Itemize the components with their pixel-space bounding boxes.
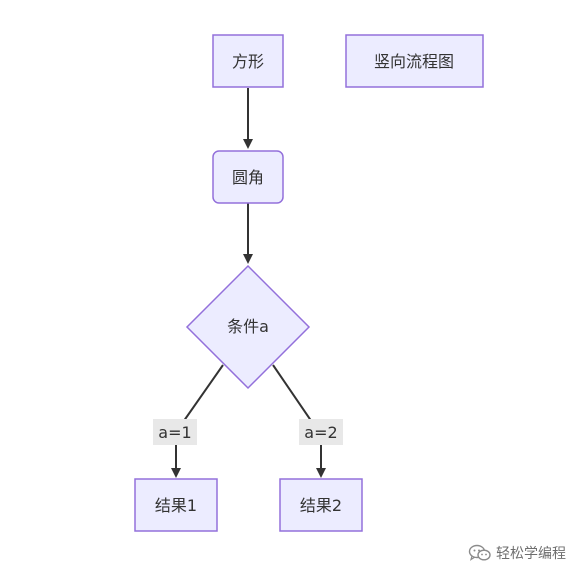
edge-label-a2-text: a=2 [304,423,337,442]
node-result1[interactable]: 结果1 [134,478,218,532]
node-rounded[interactable]: 圆角 [212,150,284,204]
edge-label-a1-text: a=1 [158,423,191,442]
node-condition-label: 条件a [227,317,269,336]
node-condition[interactable]: 条件a [185,264,311,390]
edge-label-a1: a=1 [153,419,197,445]
node-rounded-label: 圆角 [232,168,264,187]
watermark: 轻松学编程 [468,543,566,563]
node-result2-label: 结果2 [300,496,342,515]
node-title[interactable]: 竖向流程图 [345,34,484,88]
watermark-text: 轻松学编程 [496,546,566,562]
wechat-icon [468,544,491,561]
node-result2[interactable]: 结果2 [279,478,363,532]
node-title-label: 竖向流程图 [374,52,454,71]
node-square[interactable]: 方形 [212,34,284,88]
edge-label-a2: a=2 [299,419,343,445]
node-result1-label: 结果1 [155,496,197,515]
node-square-label: 方形 [232,52,264,71]
